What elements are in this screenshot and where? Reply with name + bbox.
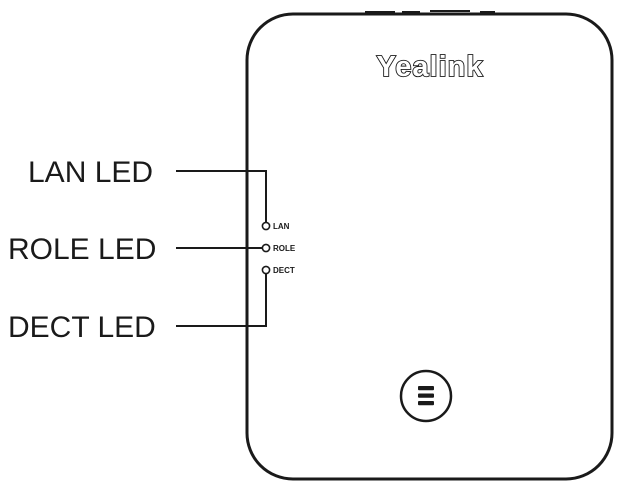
top-seam-marks — [365, 10, 495, 13]
led-lan-dot — [261, 221, 271, 231]
device-body — [245, 12, 614, 481]
brand-logo: Yealink — [377, 51, 484, 83]
led-dect-dot — [261, 265, 271, 275]
led-role-dot — [261, 243, 271, 253]
leader-line-dect — [176, 274, 267, 327]
led-indicator-dect: DECT — [261, 265, 295, 275]
paging-button[interactable] — [399, 369, 453, 423]
base-menu-icon — [418, 386, 434, 406]
leader-line-lan — [176, 170, 267, 222]
callout-dect-led: DECT LED — [8, 311, 156, 344]
callout-lan-led: LAN LED — [28, 156, 153, 189]
led-indicator-lan: LAN — [261, 221, 290, 231]
callout-role-led: ROLE LED — [8, 233, 156, 266]
led-role-short-label: ROLE — [273, 244, 296, 253]
led-dect-short-label: DECT — [273, 266, 295, 275]
led-lan-short-label: LAN — [273, 222, 290, 231]
led-indicator-role: ROLE — [261, 243, 296, 253]
